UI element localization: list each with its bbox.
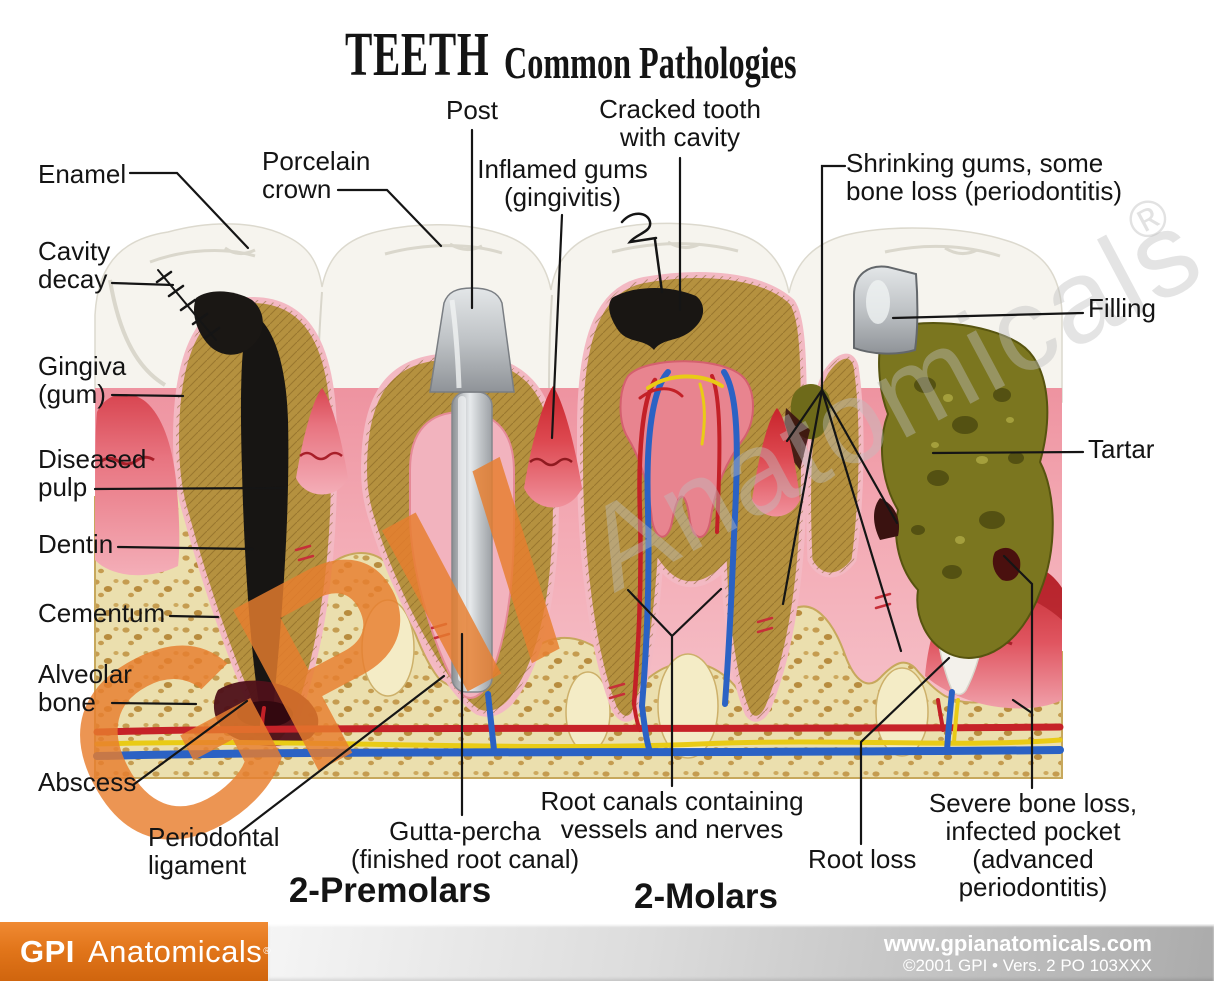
diseased-pulp-shape (240, 312, 289, 731)
label-dentin: Dentin (38, 529, 114, 559)
label-gingiva: Gingiva (gum) (38, 351, 127, 409)
label-diseased-pulp: Diseased pulp (38, 444, 147, 502)
label-gutta-percha: Gutta-percha (finished root canal) (350, 816, 580, 874)
leader-shrinking-fan-4 (820, 388, 903, 653)
label-periodontal-ligament: Periodontal ligament (148, 822, 280, 880)
leader-filling (891, 311, 1085, 320)
gingivitis-papilla (524, 386, 582, 508)
label-shrinking-gums: Shrinking gums, some bone loss (periodon… (846, 148, 1123, 206)
footer-logo-gpi: GPI (20, 934, 75, 969)
label-alveolar-bone: Alveolar bone (38, 659, 132, 717)
leader-shrinking-fan-1 (785, 388, 824, 443)
leader-shrinking-fan-3 (820, 388, 899, 525)
footer-info: www.gpianatomicals.com ©2001 GPI • Vers.… (268, 924, 1214, 981)
footer-bar: www.gpianatomicals.com ©2001 GPI • Vers.… (0, 922, 1214, 981)
premolar-decayed (176, 291, 334, 744)
leader-lines (93, 128, 1085, 846)
footer-logo-block: GPI Anatomicals ® (0, 922, 271, 981)
label-post: Post (446, 95, 499, 125)
leader-root-loss (859, 656, 951, 846)
leader-inflamed-gums (550, 213, 564, 440)
label-abscess: Abscess (38, 767, 137, 797)
label-cavity-decay: Cavity decay (38, 236, 111, 294)
page-title: TEETH (345, 21, 490, 89)
leader-cavity-decay (110, 281, 175, 287)
crown-shading (108, 240, 1001, 387)
leader-shrinking-fan-2 (781, 388, 824, 606)
footer-logo-anatomicals: Anatomicals (87, 934, 263, 969)
label-root-canals: Root canals containing vessels and nerve… (540, 786, 804, 844)
footer-website: www.gpianatomicals.com (883, 931, 1152, 956)
leader-diseased-pulp (93, 486, 287, 491)
label-root-loss: Root loss (808, 844, 917, 874)
label-cracked-tooth: Cracked tooth with cavity (599, 94, 761, 152)
pathology-marks (155, 212, 664, 341)
label-severe-bone-loss: Severe bone loss, infected pocket (advan… (928, 788, 1138, 902)
leader-abscess (131, 699, 249, 787)
cavity-decay-shape (193, 291, 263, 355)
leader-enamel (128, 171, 250, 250)
leader-tartar (931, 450, 1085, 455)
leader-periodontal-ligament (238, 674, 446, 834)
pocket-dark-2 (874, 498, 900, 540)
basal-vessels (93, 689, 1064, 760)
heading-premolars: 2-Premolars (288, 871, 492, 910)
label-filling: Filling (1088, 293, 1156, 323)
infected-pocket-shape (992, 547, 1021, 581)
leader-severe-bone-loss (1002, 554, 1034, 790)
label-inflamed-gums: Inflamed gums (gingivitis) (477, 154, 648, 212)
page-subtitle: Common Pathologies (504, 37, 797, 88)
leader-shrinking-gums (820, 164, 847, 392)
label-cementum: Cementum (38, 598, 166, 628)
root-canal-vessels (631, 369, 740, 709)
footer-copyright: ©2001 GPI • Vers. 2 PO 103XXX (902, 956, 1152, 975)
crack-mark (620, 212, 658, 244)
heading-molars: 2-Molars (634, 877, 778, 916)
leader-dentin (116, 545, 255, 551)
label-porcelain-crown: Porcelain crown (262, 146, 371, 204)
leader-porcelain-crown (336, 188, 443, 248)
mucosa-ticks (294, 544, 892, 700)
tartar-texture (911, 377, 1024, 579)
gum-papillae (95, 386, 892, 700)
molar-periodontitis (782, 265, 1062, 709)
leader-root-canals (626, 587, 723, 788)
label-enamel: Enamel (38, 159, 127, 189)
footer-logo-registered-icon: ® (263, 945, 271, 957)
leader-cementum (168, 614, 220, 619)
leader-alveolar-bone (110, 701, 198, 706)
leader-gingiva (110, 393, 185, 398)
label-tartar: Tartar (1088, 434, 1155, 464)
